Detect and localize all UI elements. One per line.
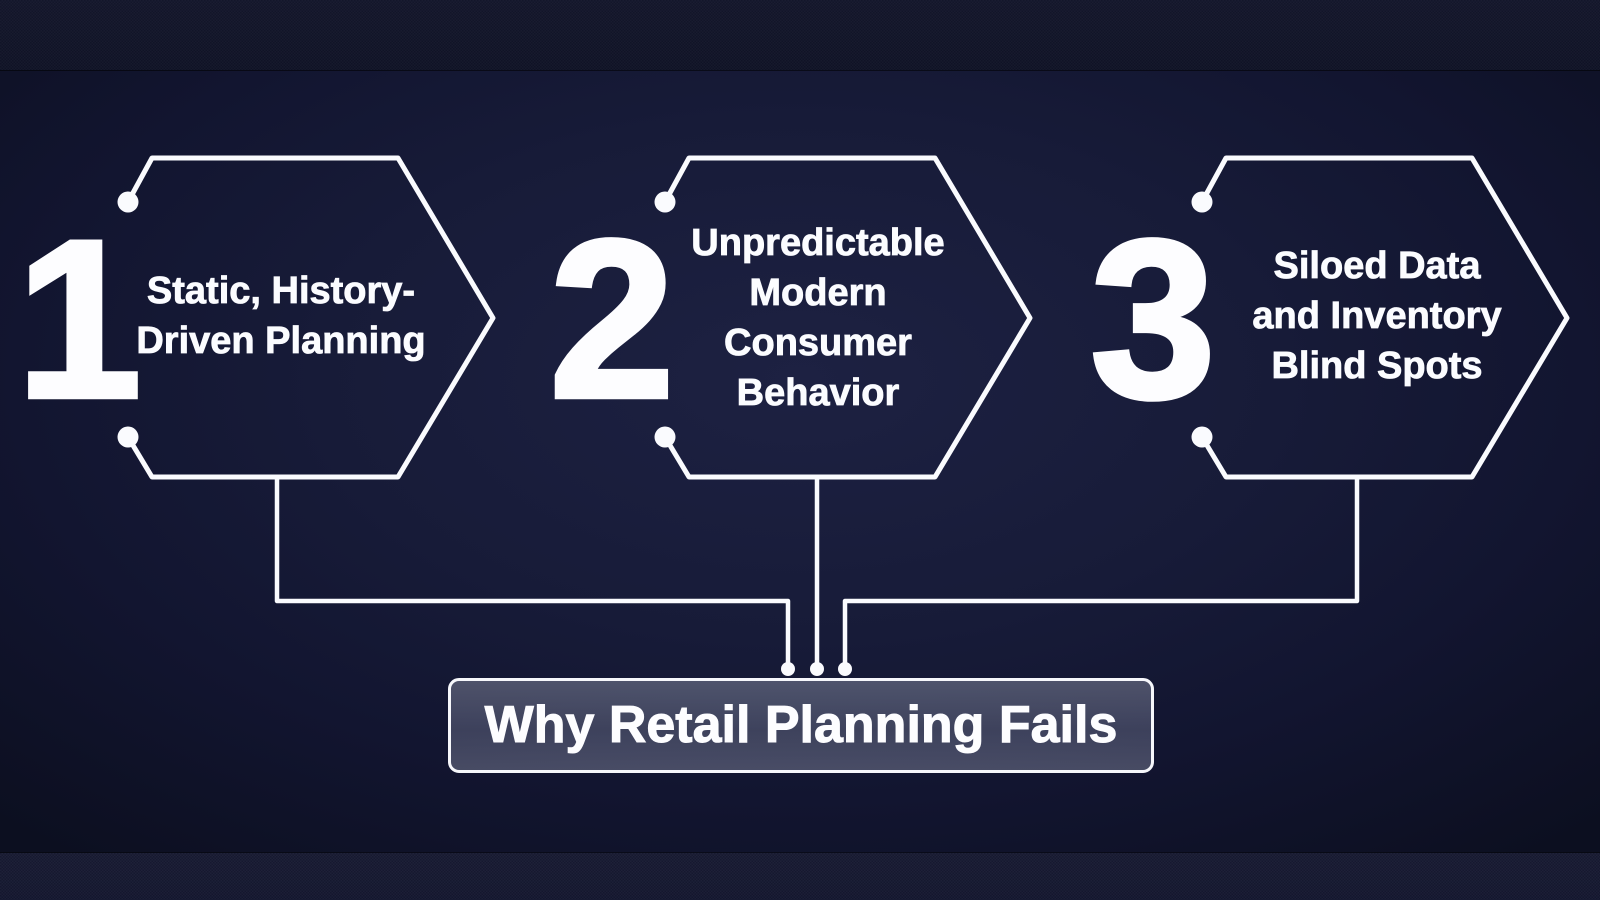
hexagon-1-node-bottom [117, 426, 139, 448]
top-dark-band [0, 0, 1600, 70]
step-2-label-line-4: Behavior [736, 372, 900, 415]
connector-3 [842, 476, 1360, 667]
bottom-dark-band [0, 853, 1600, 900]
hexagon-2-outline [662, 155, 1033, 480]
step-3-label-line-2: and Inventory [1252, 295, 1502, 338]
hexagon-3-node-top [1191, 191, 1213, 213]
hexagon-1-outline [125, 155, 496, 480]
hexagon-2-node-bottom [654, 426, 676, 448]
step-2-label-line-3: Consumer [724, 322, 913, 365]
step-2-label: Unpredictable Modern Consumer Behavior [691, 218, 945, 418]
step-3-label-line-3: Blind Spots [1271, 345, 1483, 388]
step-3-label: Siloed Data and Inventory Blind Spots [1252, 241, 1502, 391]
connector-dot-3 [838, 662, 852, 676]
hexagon-3-outline [1199, 155, 1570, 480]
step-1-label-line-1: Static, History- [146, 270, 416, 313]
connector-1 [274, 476, 791, 667]
hexagon-1-node-top [117, 191, 139, 213]
connector-dot-2 [810, 662, 824, 676]
step-3-label-line-1: Siloed Data [1273, 245, 1481, 288]
step-1-number: 1 [14, 192, 144, 445]
step-3-number: 3 [1088, 192, 1218, 445]
step-2-number: 2 [547, 192, 677, 445]
step-2-label-line-1: Unpredictable [691, 222, 945, 265]
step-1-label: Static, History- Driven Planning [136, 266, 426, 366]
connector-dot-1 [781, 662, 795, 676]
hexagon-2-node-top [654, 191, 676, 213]
title-text: Why Retail Planning Fails [484, 695, 1118, 754]
hexagon-3-node-bottom [1191, 426, 1213, 448]
title-box: Why Retail Planning Fails [448, 678, 1154, 773]
step-2-label-line-2: Modern [749, 272, 887, 315]
step-1-label-line-2: Driven Planning [136, 320, 426, 363]
